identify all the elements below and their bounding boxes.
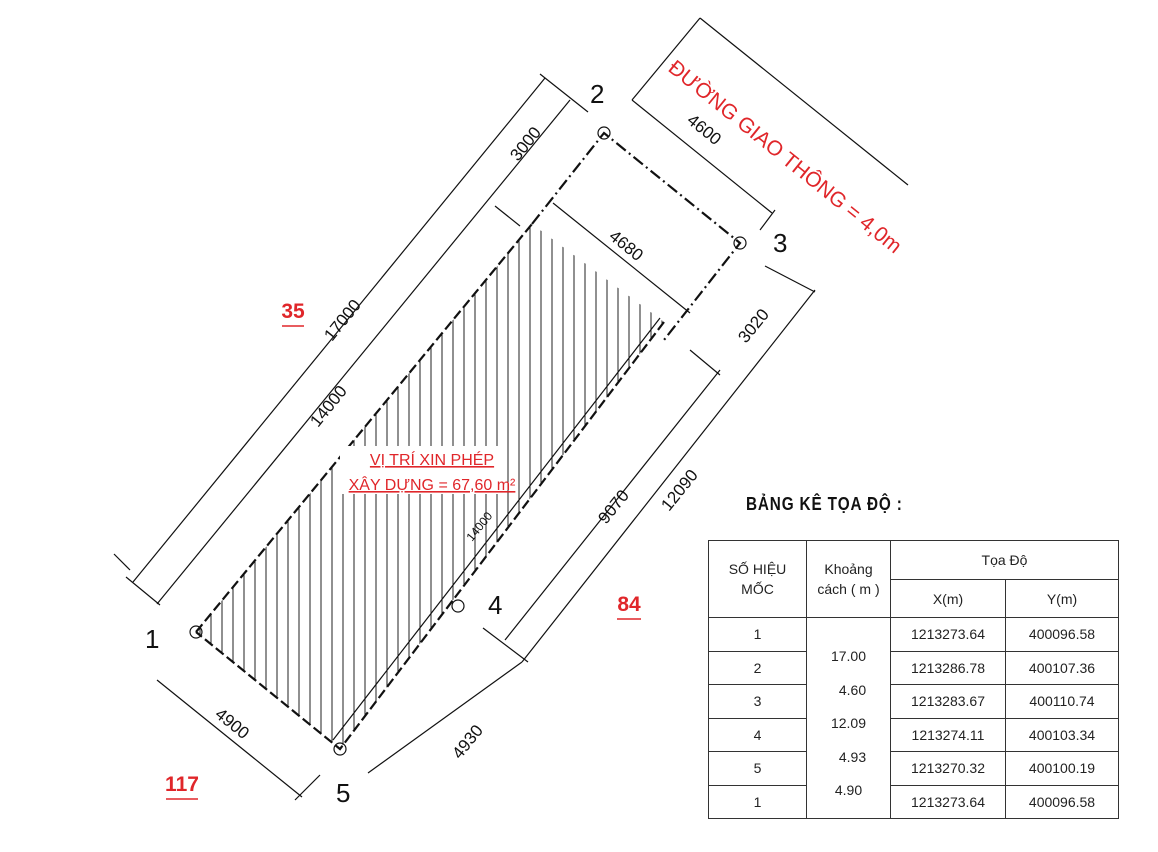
distance-value: 4.93 xyxy=(838,748,867,765)
y-coordinate: 400096.58 xyxy=(1005,784,1119,819)
x-coordinate: 1213273.64 xyxy=(890,784,1006,819)
dim-label-3020: 3020 xyxy=(734,305,773,346)
y-coordinate: 400103.34 xyxy=(1005,717,1119,752)
marker-4-icon xyxy=(451,599,465,613)
dim-line-14000 xyxy=(156,99,571,605)
y-coordinate: 400110.74 xyxy=(1005,684,1119,719)
x-coordinate: 1213283.67 xyxy=(890,684,1006,719)
dim-tick xyxy=(764,265,816,293)
parcel-number-left: 35 xyxy=(281,300,305,323)
dim-label-12090: 12090 xyxy=(657,466,702,515)
distance-value: 12.09 xyxy=(830,715,867,731)
dim-tick xyxy=(482,627,529,663)
dim-tick xyxy=(759,209,776,231)
marker-5-icon xyxy=(333,742,347,756)
marker-3-icon xyxy=(733,236,747,250)
header-distance: Khoảng cách ( m ) xyxy=(806,540,891,618)
building-boundary xyxy=(195,223,533,633)
marker-id: 4 xyxy=(708,717,807,752)
dim-line-4680 xyxy=(552,202,691,314)
distance-value: 17.00 xyxy=(830,648,867,664)
dim-line-4600 xyxy=(631,99,773,214)
dim-label-3000: 3000 xyxy=(506,123,545,164)
marker-id: 2 xyxy=(708,650,807,685)
x-coordinate: 1213270.32 xyxy=(890,751,1006,786)
header-y: Y(m) xyxy=(1005,579,1119,618)
dim-label-4680: 4680 xyxy=(605,226,646,265)
y-coordinate: 400107.36 xyxy=(1005,650,1119,685)
marker-2-icon xyxy=(597,126,611,140)
dim-line-4900 xyxy=(156,679,303,798)
dim-label-9070: 9070 xyxy=(594,486,633,527)
point-label-5: 5 xyxy=(336,778,350,808)
dim-tick xyxy=(125,576,161,606)
dim-label-17000: 17000 xyxy=(320,296,365,345)
area-label-bg xyxy=(340,446,500,494)
distance-value: 4.90 xyxy=(834,782,863,798)
parcel-number-bottom: 117 xyxy=(165,773,199,796)
dim-label-4900: 4900 xyxy=(211,704,252,743)
distance-cell: 17.00 4.60 12.09 4.93 4.90 xyxy=(806,617,891,819)
distance-value: 4.60 xyxy=(838,681,867,698)
road-edge xyxy=(631,17,701,101)
coordinate-table-title: BẢNG KÊ TỌA ĐỘ : xyxy=(746,494,903,514)
dim-line-4930 xyxy=(367,661,523,774)
dim-line-9070 xyxy=(504,369,721,641)
x-coordinate: 1213273.64 xyxy=(890,617,1006,652)
area-label-line2: XÂY DỰNG = 67,60 m² xyxy=(349,475,516,494)
dim-label-4930: 4930 xyxy=(448,721,487,762)
area-label-line1: VỊ TRÍ XIN PHÉP xyxy=(370,450,494,469)
dim-tick xyxy=(494,205,521,227)
dim-tick xyxy=(539,73,589,113)
marker-1-icon xyxy=(189,625,203,639)
lot-boundary xyxy=(531,131,742,341)
dim-tick xyxy=(113,553,131,571)
dim-line-12090 xyxy=(521,289,816,663)
dim-label-14000-inner: 14000 xyxy=(463,509,495,544)
dim-line-17000 xyxy=(132,77,546,583)
parcel-number-right: 84 xyxy=(617,593,641,616)
point-label-3: 3 xyxy=(773,228,787,258)
header-x: X(m) xyxy=(890,579,1006,618)
marker-id: 1 xyxy=(708,784,807,819)
x-coordinate: 1213286.78 xyxy=(890,650,1006,685)
building-boundary-right xyxy=(195,321,665,751)
header-marker: SỐ HIỆU MỐC xyxy=(708,540,807,618)
dim-tick xyxy=(294,774,321,801)
point-label-4: 4 xyxy=(488,590,502,620)
y-coordinate: 400100.19 xyxy=(1005,751,1119,786)
point-label-2: 2 xyxy=(590,79,604,109)
y-coordinate: 400096.58 xyxy=(1005,617,1119,652)
dim-label-14000: 14000 xyxy=(306,382,351,431)
header-coords: Tọa Độ xyxy=(890,540,1119,580)
coordinate-table: SỐ HIỆU MỐC Khoảng cách ( m ) Tọa Độ X(m… xyxy=(708,540,1119,819)
marker-id: 3 xyxy=(708,684,807,719)
point-label-1: 1 xyxy=(145,624,159,654)
marker-id: 5 xyxy=(708,751,807,786)
x-coordinate: 1213274.11 xyxy=(890,717,1006,752)
inner-line xyxy=(332,317,661,741)
marker-id: 1 xyxy=(708,617,807,652)
dim-tick xyxy=(689,349,721,376)
road-edge xyxy=(699,17,909,186)
